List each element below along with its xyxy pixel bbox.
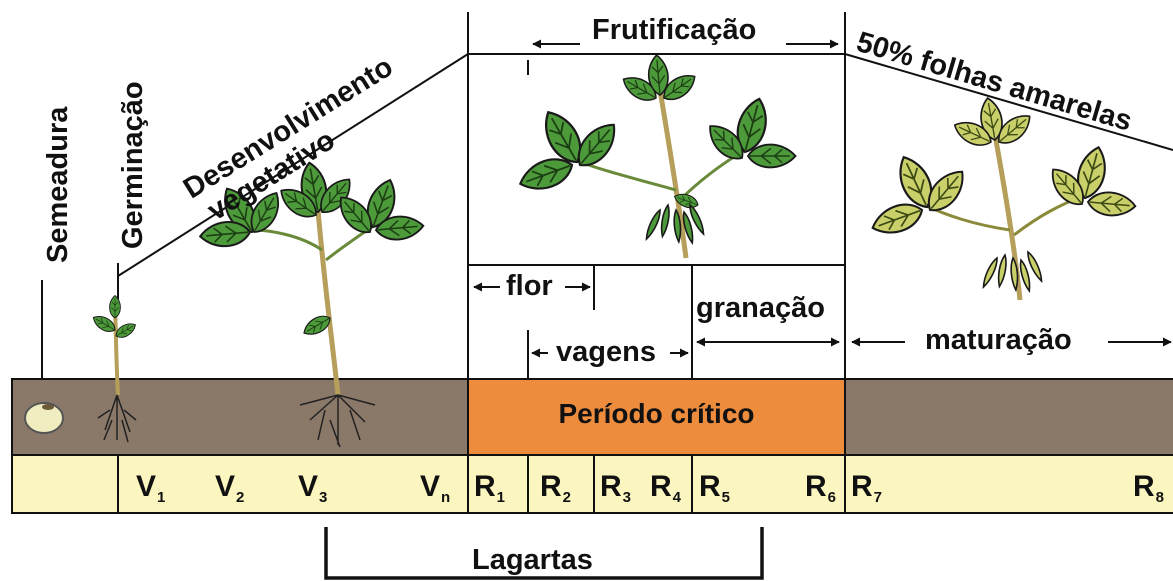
stage-code-r5: R5 (699, 470, 730, 506)
label-granacao: granação (696, 292, 825, 325)
stage-code-v2: V2 (215, 470, 244, 506)
stage-code-r3: R3 (600, 470, 631, 506)
seed-icon (25, 403, 63, 433)
stage-code-r6: R6 (805, 470, 836, 506)
label-periodo-critico: Período crítico (468, 398, 845, 430)
stage-code-r2: R2 (540, 470, 571, 506)
label-maturacao: maturação (925, 324, 1072, 357)
stage-code-v3: V3 (298, 470, 327, 506)
label-germinacao: Germinação (117, 81, 150, 249)
label-vagens: vagens (556, 336, 656, 369)
fruiting-plant-icon (516, 54, 796, 258)
label-flor: flor (506, 270, 553, 303)
stage-code-r7: R7 (851, 470, 882, 506)
label-semeadura: Semeadura (42, 107, 75, 263)
label-lagartas: Lagartas (472, 544, 593, 577)
stage-band (12, 455, 1173, 513)
stage-code-vn: Vn (420, 470, 450, 506)
stage-code-r8: R8 (1133, 470, 1164, 506)
stage-code-v1: V1 (136, 470, 165, 506)
label-frutificacao: Frutificação (592, 14, 756, 47)
stage-code-r4: R4 (650, 470, 681, 506)
stage-code-r1: R1 (474, 470, 505, 506)
